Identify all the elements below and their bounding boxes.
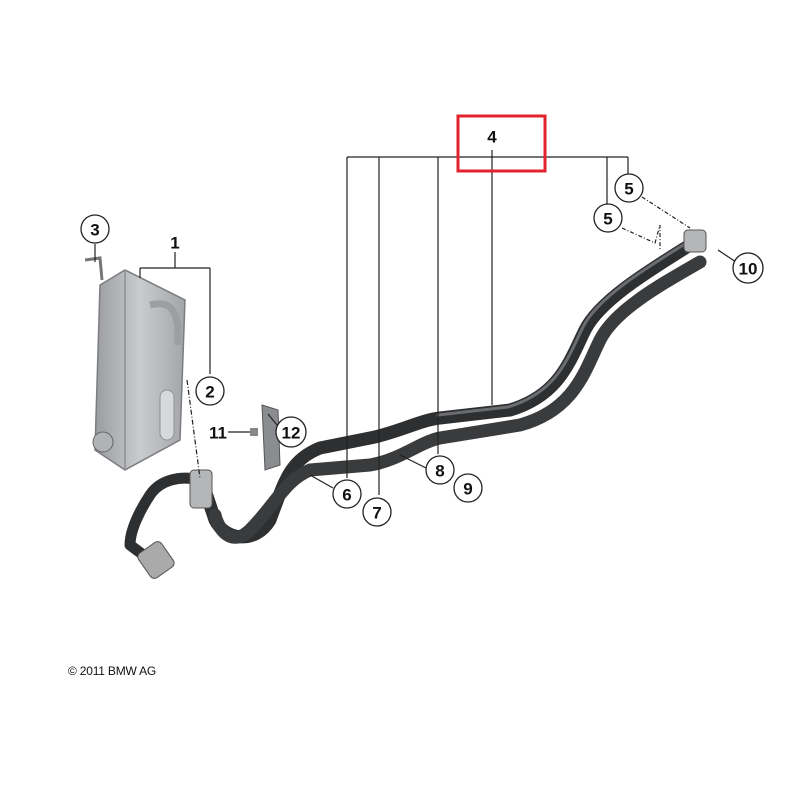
callout-3[interactable]: 3 — [90, 221, 99, 240]
callout-8[interactable]: 8 — [435, 462, 444, 481]
oil-cooler — [84, 256, 186, 471]
leader-lines — [94, 150, 737, 495]
callout-5b[interactable]: 5 — [603, 210, 612, 229]
callout-circle-6 — [332, 479, 362, 509]
screw-part — [250, 428, 258, 436]
hose-assembly — [124, 229, 707, 579]
callout-10[interactable]: 10 — [739, 260, 758, 279]
copyright-notice: © 2011 BMW AG — [68, 664, 157, 678]
callout-6[interactable]: 6 — [342, 486, 351, 505]
callout-2[interactable]: 2 — [205, 383, 214, 402]
highlight-box — [456, 114, 547, 173]
callout-circle-10 — [732, 252, 764, 284]
callout-1[interactable]: 1 — [170, 234, 179, 253]
callout-9[interactable]: 9 — [463, 480, 472, 499]
callout-7[interactable]: 7 — [372, 504, 381, 523]
callout-circle-5a — [614, 173, 644, 203]
callout-circle-12 — [275, 416, 307, 448]
callout-circle-9 — [453, 473, 483, 503]
callout-circle-2 — [195, 376, 225, 406]
callout-5a[interactable]: 5 — [624, 180, 633, 199]
callout-circle-3 — [80, 214, 110, 244]
callout-11[interactable]: 11 — [209, 424, 227, 443]
callout-circle-5b — [593, 203, 623, 233]
callout-4[interactable]: 4 — [487, 128, 497, 147]
callout-circle-8 — [425, 455, 455, 485]
bracket-part — [261, 404, 281, 471]
callout-circle-7 — [362, 497, 392, 527]
callout-12[interactable]: 12 — [282, 424, 301, 443]
